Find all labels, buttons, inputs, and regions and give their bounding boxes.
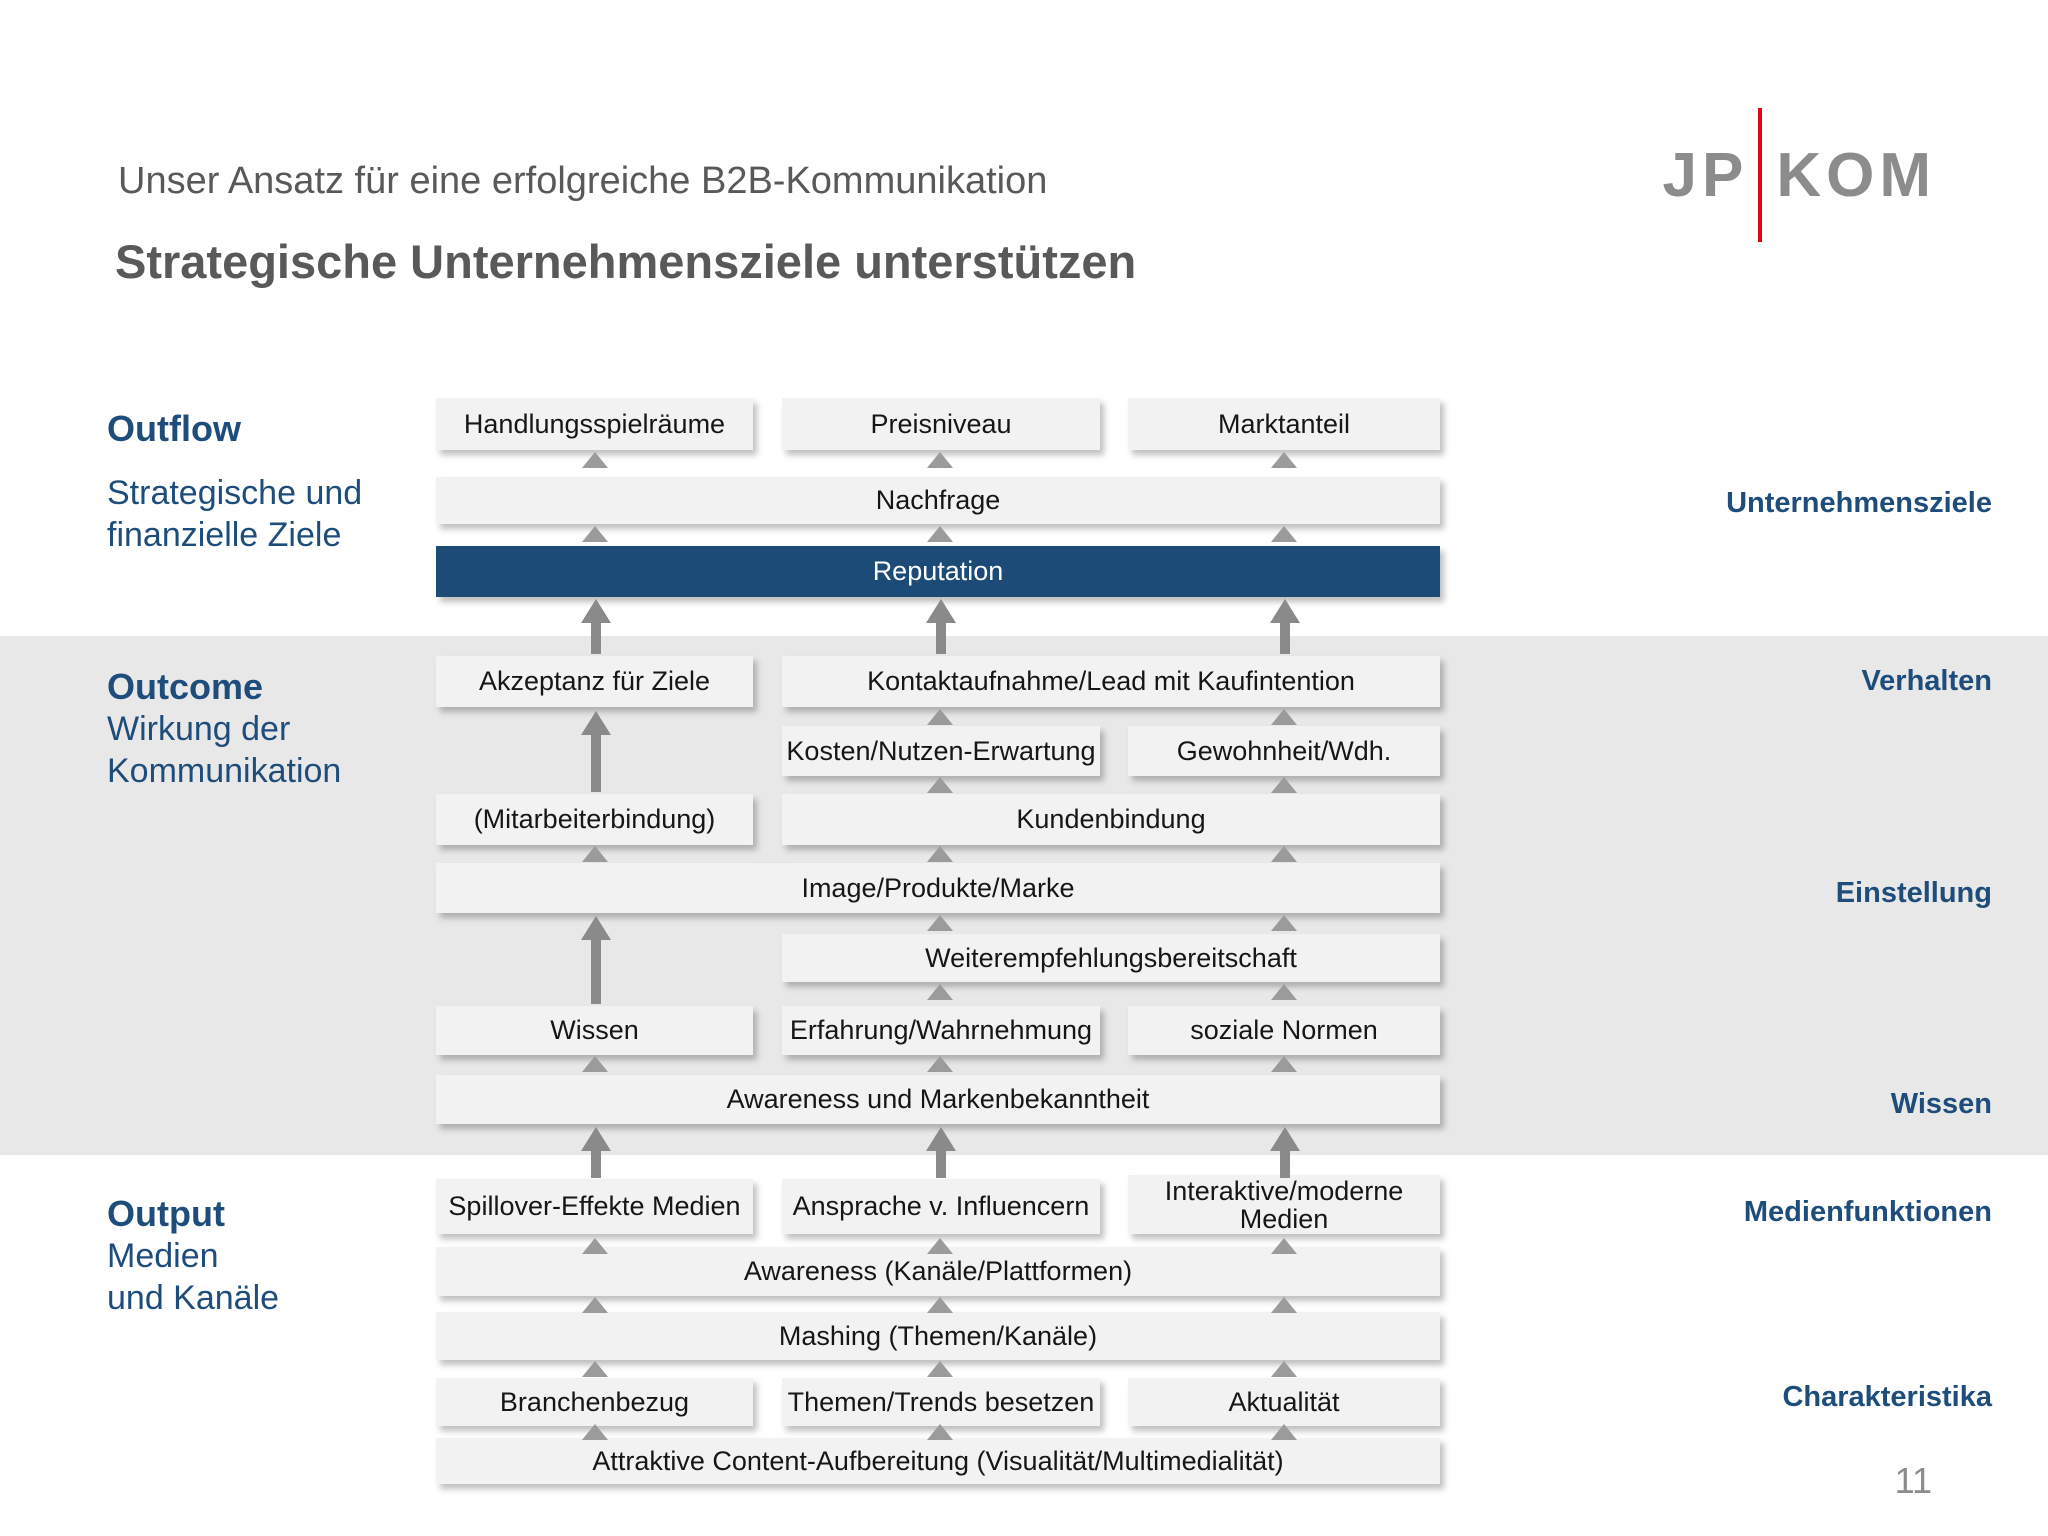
up-arrow-long-icon	[1270, 1127, 1300, 1178]
up-arrow-icon	[1271, 915, 1297, 931]
up-arrow-icon	[927, 452, 953, 468]
up-arrow-icon	[1271, 1424, 1297, 1440]
box-wissen: Wissen	[436, 1006, 753, 1055]
up-arrow-icon	[1271, 1361, 1297, 1377]
up-arrow-icon	[1271, 984, 1297, 1000]
box-branchenbezug: Branchenbezug	[436, 1378, 753, 1426]
logo-red-divider	[1758, 108, 1763, 242]
up-arrow-icon	[927, 1361, 953, 1377]
up-arrow-icon	[927, 1297, 953, 1313]
output-subtitle: Medien und Kanäle	[107, 1235, 279, 1319]
up-arrow-icon	[582, 1238, 608, 1254]
box-kosten-nutzen: Kosten/Nutzen-Erwartung	[782, 726, 1100, 776]
up-arrow-long-icon	[581, 599, 611, 654]
box-influencer: Ansprache v. Influencern	[782, 1179, 1100, 1234]
outcome-subtitle: Wirkung der Kommunikation	[107, 708, 341, 792]
box-aktualitaet: Aktualität	[1128, 1378, 1440, 1426]
up-arrow-icon	[1271, 1056, 1297, 1072]
up-arrow-icon	[927, 777, 953, 793]
up-arrow-long-icon	[926, 599, 956, 654]
up-arrow-icon	[927, 1238, 953, 1254]
up-arrow-icon	[927, 709, 953, 725]
up-arrow-icon	[582, 1056, 608, 1072]
logo-text-kom: KOM	[1776, 140, 1936, 210]
up-arrow-icon	[582, 452, 608, 468]
page-number: 11	[1894, 1460, 1932, 1501]
category-medienfunktionen: Medienfunktionen	[1743, 1196, 1992, 1228]
outflow-subtitle-line1: Strategische und	[107, 474, 363, 512]
up-arrow-icon	[582, 1361, 608, 1377]
section-label-outflow: Outflow	[107, 408, 241, 450]
up-arrow-long-icon	[1270, 599, 1300, 654]
box-themen-trends: Themen/Trends besetzen	[782, 1378, 1100, 1426]
box-marktanteil: Marktanteil	[1128, 398, 1440, 450]
outflow-heading: Outflow	[107, 408, 241, 449]
jpkom-logo: JP KOM	[1663, 108, 1937, 242]
box-kontaktaufnahme: Kontaktaufnahme/Lead mit Kaufintention	[782, 656, 1440, 707]
slide-kicker: Unser Ansatz für eine erfolgreiche B2B-K…	[118, 160, 1048, 202]
up-arrow-long-icon	[926, 1127, 956, 1178]
output-subtitle-line1: Medien	[107, 1237, 219, 1275]
box-weiterempfehlung: Weiterempfehlungsbereitschaft	[782, 934, 1440, 982]
box-akzeptanz: Akzeptanz für Ziele	[436, 656, 753, 707]
up-arrow-icon	[927, 1424, 953, 1440]
category-wissen: Wissen	[1890, 1088, 1992, 1120]
up-arrow-icon	[582, 846, 608, 862]
box-awareness-marke: Awareness und Markenbekanntheit	[436, 1075, 1440, 1124]
up-arrow-icon	[1271, 1238, 1297, 1254]
box-spillover: Spillover-Effekte Medien	[436, 1179, 753, 1234]
outcome-subtitle-line2: Kommunikation	[107, 752, 342, 790]
outflow-subtitle: Strategische und finanzielle Ziele	[107, 472, 362, 556]
up-arrow-icon	[927, 1056, 953, 1072]
box-preisniveau: Preisniveau	[782, 398, 1100, 450]
up-arrow-icon	[927, 915, 953, 931]
output-subtitle-line2: und Kanäle	[107, 1279, 280, 1317]
box-erfahrung: Erfahrung/Wahrnehmung	[782, 1006, 1100, 1055]
box-interaktive-medien: Interaktive/moderne Medien	[1128, 1175, 1440, 1234]
box-image-produkte-marke: Image/Produkte/Marke	[436, 863, 1440, 913]
up-arrow-icon	[582, 526, 608, 542]
up-arrow-icon	[1271, 526, 1297, 542]
up-arrow-icon	[1271, 709, 1297, 725]
section-label-outcome: Outcome	[107, 666, 263, 708]
up-arrow-icon	[927, 526, 953, 542]
up-arrow-long-icon	[581, 711, 611, 792]
up-arrow-icon	[582, 1297, 608, 1313]
box-nachfrage: Nachfrage	[436, 477, 1440, 524]
up-arrow-icon	[1271, 452, 1297, 468]
box-mitarbeiterbindung: (Mitarbeiterbindung)	[436, 794, 753, 845]
up-arrow-icon	[927, 984, 953, 1000]
up-arrow-long-icon	[581, 916, 611, 1004]
up-arrow-icon	[1271, 846, 1297, 862]
outflow-subtitle-line2: finanzielle Ziele	[107, 516, 342, 554]
output-heading: Output	[107, 1193, 225, 1234]
box-mashing: Mashing (Themen/Kanäle)	[436, 1312, 1440, 1360]
up-arrow-icon	[1271, 1297, 1297, 1313]
category-verhalten: Verhalten	[1861, 665, 1992, 697]
box-reputation: Reputation	[436, 546, 1440, 597]
up-arrow-icon	[1271, 777, 1297, 793]
box-awareness-kanaele: Awareness (Kanäle/Plattformen)	[436, 1247, 1440, 1296]
category-unternehmensziele: Unternehmensziele	[1726, 487, 1992, 519]
logo-text-jp: JP	[1662, 140, 1749, 210]
category-charakteristika: Charakteristika	[1782, 1381, 1992, 1413]
up-arrow-icon	[927, 846, 953, 862]
outcome-subtitle-line1: Wirkung der	[107, 710, 291, 748]
category-einstellung: Einstellung	[1835, 877, 1992, 909]
page-title: Strategische Unternehmensziele unterstüt…	[115, 235, 1137, 288]
box-kundenbindung: Kundenbindung	[782, 794, 1440, 845]
box-content-aufbereitung: Attraktive Content-Aufbereitung (Visuali…	[436, 1438, 1440, 1484]
up-arrow-long-icon	[581, 1127, 611, 1178]
outcome-heading: Outcome	[107, 666, 264, 707]
box-handlungsspielraeume: Handlungsspielräume	[436, 398, 753, 450]
up-arrow-icon	[582, 1424, 608, 1440]
box-gewohnheit: Gewohnheit/Wdh.	[1128, 726, 1440, 776]
box-soziale-normen: soziale Normen	[1128, 1006, 1440, 1055]
section-label-output: Output	[107, 1193, 225, 1235]
